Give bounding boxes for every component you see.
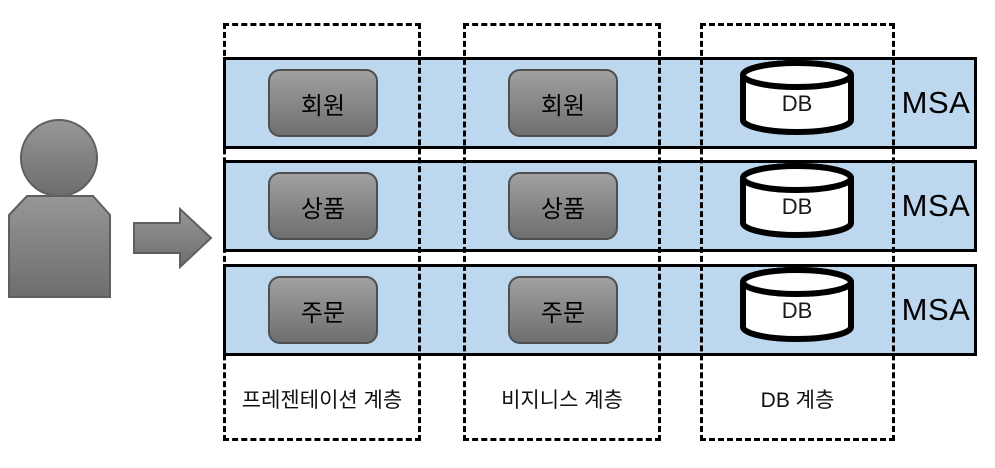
service-node-presentation-row2: 상품 [268, 172, 378, 240]
service-node-presentation-row3: 주문 [268, 276, 378, 344]
service-node-presentation-row1: 회원 [268, 69, 378, 137]
msa-label-row1: MSA [901, 85, 971, 120]
db-cylinder-icon: DB [740, 163, 854, 238]
msa-label-row3: MSA [901, 292, 971, 327]
db-layer-label: DB 계층 [760, 389, 835, 412]
service-node-business-row1: 회원 [508, 69, 618, 137]
msa-label-row2: MSA [901, 188, 971, 223]
service-node-business-row3: 주문 [508, 276, 618, 344]
presentation-layer-label: 프레젠테이션 계층 [241, 389, 403, 412]
db-label: DB [782, 91, 813, 116]
db-label: DB [782, 194, 813, 219]
person-icon [8, 119, 111, 298]
service-node-business-row2: 상품 [508, 172, 618, 240]
db-cylinder-icon: DB [740, 267, 854, 342]
db-label: DB [782, 298, 813, 323]
business-layer-label: 비지니스 계층 [501, 389, 623, 412]
arrow-right-icon [133, 207, 213, 269]
db-cylinder-icon: DB [740, 60, 854, 135]
